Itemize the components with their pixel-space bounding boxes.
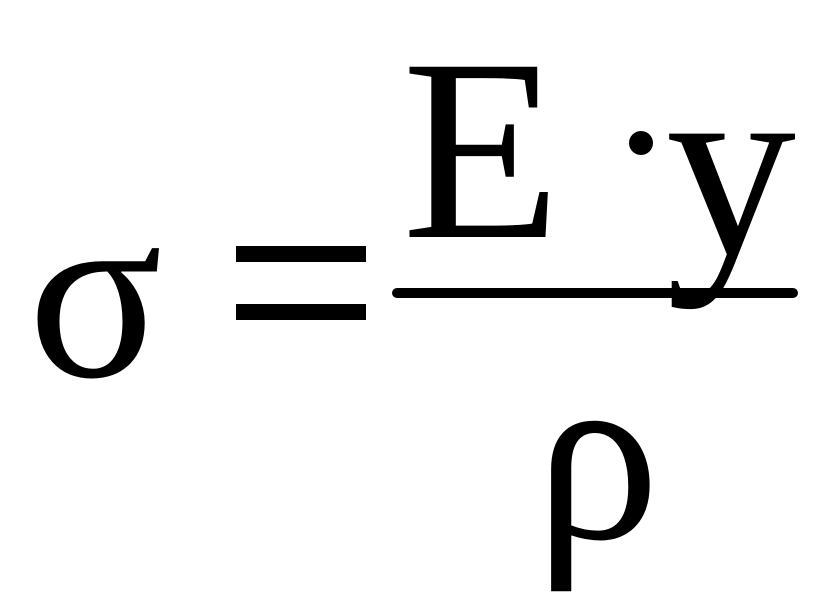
denominator-rho: ρ	[535, 316, 660, 593]
numerator-multiplication-dot	[629, 131, 653, 155]
fraction-bar	[392, 288, 798, 298]
formula-lhs-sigma: σ	[28, 154, 163, 431]
numerator-symbol-e: E	[402, 6, 561, 294]
equals-sign-bottom-bar	[236, 304, 366, 320]
numerator-variable-y: y	[666, 22, 796, 310]
equals-sign	[236, 246, 366, 320]
equals-sign-top-bar	[236, 246, 366, 262]
